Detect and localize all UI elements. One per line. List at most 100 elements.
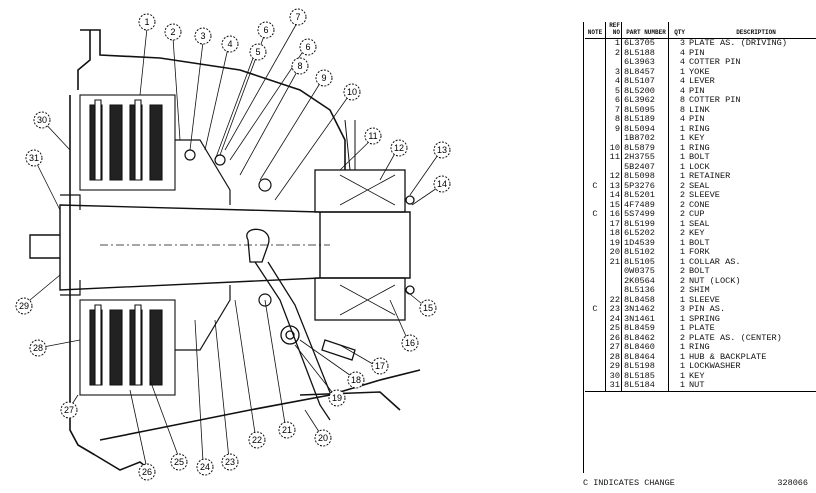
callout-label: 14	[437, 179, 447, 189]
row-description: PIN	[689, 48, 705, 58]
row-part-number: 8L8457	[621, 67, 669, 77]
row-description: HUB & BACKPLATE	[689, 352, 767, 362]
row-ref-no: 2	[605, 48, 622, 58]
header-qty: QTY	[668, 22, 687, 39]
row-part-number: 1B8702	[621, 134, 669, 144]
row-ref-no: 8	[605, 115, 622, 125]
callout-circle	[347, 371, 365, 389]
row-note	[585, 277, 606, 287]
row-description: PIN	[689, 86, 705, 96]
row-ref-no: 20	[605, 248, 622, 258]
row-description: FORK	[689, 248, 710, 258]
row-description: RING	[689, 343, 710, 353]
row-ref-no: 15	[605, 200, 622, 210]
callout-29: 29	[15, 297, 33, 315]
row-ref-no	[605, 276, 622, 286]
callout-2: 2	[164, 23, 182, 41]
row-note	[585, 172, 606, 182]
row-part-number: 8L5102	[621, 248, 669, 258]
row-description: SLEEVE	[689, 191, 720, 201]
callout-14: 14	[433, 175, 451, 193]
change-indicator-note: C INDICATES CHANGE	[583, 478, 675, 488]
row-note	[585, 115, 606, 125]
row-note	[585, 381, 606, 392]
row-description: PLATE AS. (DRIVING)	[689, 38, 787, 49]
parts-list-table: NOTE REF NO PART NUMBER QTY DESCRIPTION …	[585, 22, 816, 392]
callout-13: 13	[433, 141, 451, 159]
callout-17: 17	[371, 357, 389, 375]
row-part-number: 8L8464	[621, 352, 669, 362]
row-qty: 3	[668, 38, 687, 49]
row-qty: 1	[668, 371, 687, 381]
callout-label: 21	[282, 425, 292, 435]
callout-circle	[328, 389, 346, 407]
row-ref-no: 1	[605, 38, 622, 49]
row-qty: 1	[668, 172, 687, 182]
row-qty: 1	[668, 314, 687, 324]
header-note: NOTE	[585, 22, 606, 39]
callout-circle	[248, 431, 266, 449]
callout-label: 25	[174, 457, 184, 467]
row-qty: 8	[668, 96, 687, 106]
row-qty: 4	[668, 58, 687, 68]
row-note: C	[592, 210, 598, 220]
shaft	[29, 204, 411, 291]
row-qty: 2	[668, 200, 687, 210]
callout-26: 26	[138, 463, 156, 481]
callout-31: 31	[25, 149, 43, 167]
row-part-number: 0W0375	[621, 267, 669, 277]
callout-6: 6	[299, 38, 317, 56]
row-part-number: 6L3963	[621, 58, 669, 68]
row-qty: 4	[668, 86, 687, 96]
row-part-number: 3N1462	[621, 305, 669, 315]
row-note	[585, 163, 606, 173]
callout-19: 19	[328, 389, 346, 407]
callout-21: 21	[278, 421, 296, 439]
callout-circle	[164, 23, 182, 41]
row-part-number: 2K0564	[621, 276, 669, 286]
row-qty: 1	[668, 134, 687, 144]
row-qty: 1	[668, 153, 687, 163]
row-qty: 1	[668, 219, 687, 229]
row-description: RETAINER	[689, 172, 731, 182]
row-description: BOLT	[689, 153, 710, 163]
row-part-number: 4F7489	[621, 200, 669, 210]
row-part-number: 8L5188	[621, 48, 669, 58]
callout-circle	[314, 429, 332, 447]
callout-label: 13	[437, 145, 447, 155]
row-description: PIN AS.	[689, 305, 726, 315]
callout-label: 19	[332, 393, 342, 403]
row-part-number: 5S7499	[621, 210, 669, 220]
row-part-number: 8L5184	[621, 381, 669, 392]
callout-label: 11	[368, 131, 377, 141]
callout-label: 20	[318, 433, 328, 443]
callout-circle	[433, 175, 451, 193]
row-ref-no: 24	[605, 314, 622, 324]
row-part-number: 8L5105	[621, 257, 669, 267]
row-description: LOCKWASHER	[689, 362, 741, 372]
row-note	[585, 125, 606, 135]
row-qty: 1	[668, 238, 687, 248]
row-description: PIN	[689, 115, 705, 125]
callout-label: 18	[351, 375, 361, 385]
row-note	[585, 220, 606, 230]
callout-20: 20	[314, 429, 332, 447]
row-note	[585, 134, 606, 144]
callout-label: 23	[225, 457, 235, 467]
row-part-number: 8L8460	[621, 343, 669, 353]
row-part-number: 6L3705	[621, 38, 669, 49]
header-part-number: PART NUMBER	[621, 22, 669, 39]
callout-3: 3	[194, 27, 212, 45]
row-description: COLLAR AS.	[689, 257, 741, 267]
row-description: SEAL	[689, 181, 710, 191]
